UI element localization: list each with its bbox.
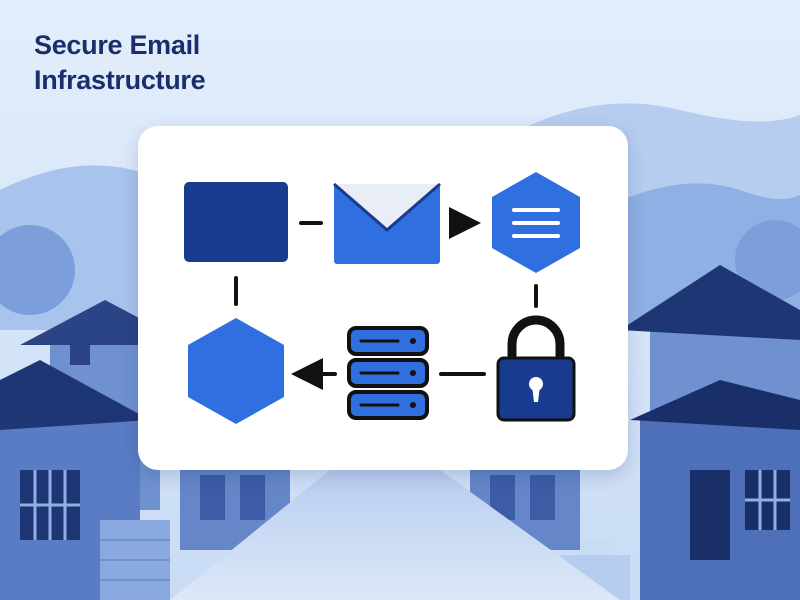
tree-left — [0, 225, 75, 315]
padlock-icon — [496, 315, 576, 422]
page-title: Secure Email Infrastructure — [34, 28, 206, 98]
tree-right — [735, 220, 800, 300]
alley-buildings — [180, 470, 580, 550]
street — [170, 470, 620, 600]
source-block — [184, 182, 288, 262]
diagram-card — [138, 126, 628, 470]
hexagon-icon — [188, 318, 284, 424]
house-left-front — [0, 360, 170, 600]
mail-icon — [333, 182, 441, 264]
hexagon-lines-icon — [492, 172, 580, 273]
title-line-1: Secure Email — [34, 30, 200, 60]
server-stack-icon — [347, 326, 429, 420]
house-right-front — [560, 380, 800, 600]
flow-diagram — [184, 172, 580, 424]
title-line-2: Infrastructure — [34, 65, 206, 95]
